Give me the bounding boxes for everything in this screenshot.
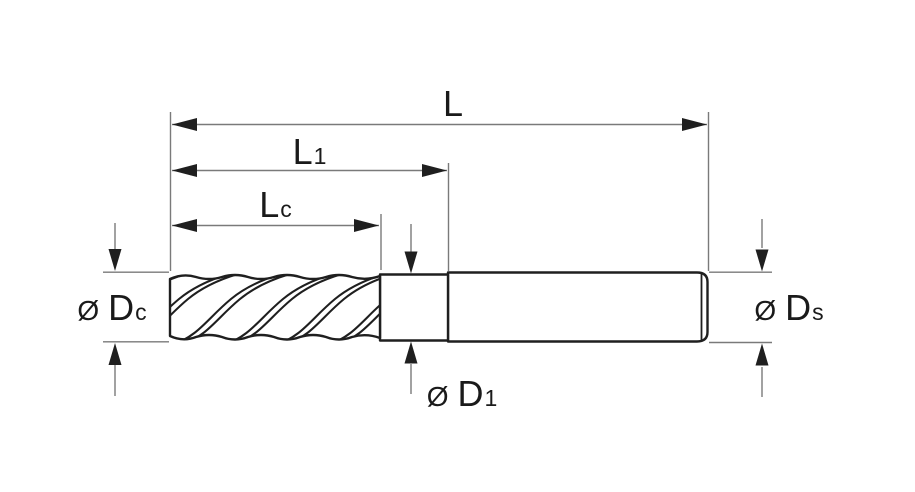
label-main: D (108, 287, 136, 328)
cutter-flutes (168, 273, 382, 341)
label-cutting-length: Lc (171, 187, 380, 223)
arrowhead-up-icon (404, 341, 418, 364)
arrowhead-left-icon (172, 118, 197, 131)
extension-lines (169, 112, 710, 271)
diameter-symbol-icon: Ø (754, 295, 778, 326)
dimension-overall-length (172, 118, 707, 131)
label-overall-length: L (185, 86, 722, 122)
diameter-symbol-icon: Ø (426, 381, 450, 412)
arrowhead-right-icon (354, 219, 379, 232)
label-subscript: 1 (484, 385, 498, 411)
label-flute-neck-length: L1 (171, 134, 448, 170)
shank-diameter-callout (709, 219, 772, 397)
label-subscript: c (135, 299, 147, 325)
label-main: D (457, 373, 485, 414)
label-main: L (292, 131, 314, 172)
arrowhead-left-icon (172, 164, 197, 177)
dimension-cutting-length (172, 219, 379, 232)
diameter-symbol-icon: Ø (77, 295, 101, 326)
arrowhead-down-icon (755, 249, 769, 272)
dimension-flute-neck-length (172, 164, 447, 177)
label-subscript: c (280, 196, 292, 222)
shank-section (446, 271, 709, 343)
arrowhead-right-icon (682, 118, 707, 131)
arrowhead-right-icon (422, 164, 447, 177)
arrowhead-left-icon (172, 219, 197, 232)
cutter-diameter-callout (103, 223, 169, 396)
neck-diameter-callout (404, 224, 418, 394)
label-main: L (259, 184, 281, 225)
shank-outline (446, 271, 709, 343)
label-subscript: s (812, 299, 824, 325)
arrowhead-up-icon (755, 343, 769, 366)
label-main: L (442, 83, 465, 124)
arrowhead-down-icon (108, 249, 122, 271)
arrowhead-up-icon (108, 343, 122, 365)
label-main: D (785, 287, 813, 328)
label-subscript: 1 (313, 143, 327, 169)
neck-section (378, 273, 450, 342)
arrowhead-down-icon (404, 251, 418, 274)
